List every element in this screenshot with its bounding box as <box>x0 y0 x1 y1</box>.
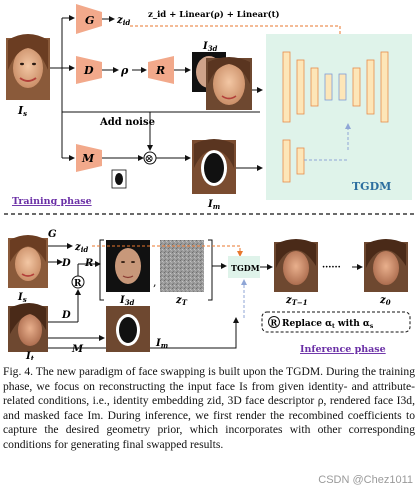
method-figure: Is G zid D ρ R I3d Add noise M ⊗ <box>4 4 415 360</box>
add-noise-label: Add noise <box>99 117 155 128</box>
recombine-symbol: R <box>74 279 82 289</box>
unet-blocks <box>282 51 389 183</box>
denoised-step-image <box>274 239 318 292</box>
final-swapped-label: z0 <box>379 295 391 307</box>
inference-masked-label: Im <box>155 338 168 350</box>
identity-encoder-label: G <box>85 14 94 27</box>
input-face-photo <box>6 34 50 100</box>
sampling-dots: ······ <box>322 263 341 273</box>
replace-note-text: Replace αt with αs <box>282 319 374 330</box>
figure-caption: Fig. 4. The new paradigm of face swappin… <box>3 365 415 453</box>
final-swapped-image <box>364 239 408 292</box>
condition-bracket <box>99 239 104 301</box>
tgdm-label: TGDM <box>352 180 391 193</box>
descriptor-encoder-label: D <box>83 64 94 77</box>
identity-embedding-label: zid <box>116 15 130 27</box>
target-face-label: It <box>25 351 35 360</box>
inference-rendered-label: I3d <box>119 295 135 307</box>
inference-descriptor-label: D <box>61 258 71 269</box>
rho-label: ρ <box>120 64 129 77</box>
replace-note-operator <box>268 316 280 328</box>
mask-generator-label: M <box>81 152 95 165</box>
source-face-label: Is <box>17 292 27 304</box>
descriptor-encoder-block <box>76 56 102 84</box>
multiply-symbol: ⊗ <box>145 152 154 165</box>
denoised-step-label: zT−1 <box>285 295 308 307</box>
input-face-label: Is <box>17 104 27 118</box>
inference-mask-label: M <box>71 344 84 355</box>
inference-tgdm-label: TGDM <box>231 263 260 273</box>
replace-note-box <box>261 311 411 333</box>
noise-latent-label: zT <box>175 295 188 307</box>
figure-number: Fig. 4. <box>3 365 34 378</box>
comma-separator: , <box>153 276 157 289</box>
condition-formula: z_id + Linear(ρ) + Linear(t) <box>148 9 280 20</box>
identity-encoder-block <box>76 4 102 34</box>
renderer-label: R <box>155 64 165 77</box>
watermark: CSDN @Chez1011 <box>318 474 413 486</box>
inference-rendered-face <box>106 240 150 292</box>
masked-face-label: Im <box>207 199 220 211</box>
masked-face-image <box>192 139 236 194</box>
inference-descriptor-label-2: D <box>61 310 71 321</box>
rendered-face-image <box>192 52 252 110</box>
inference-masked-face <box>106 306 150 352</box>
training-phase-label: Training phase <box>12 196 92 207</box>
replace-note-symbol: R <box>271 318 278 328</box>
renderer-block <box>148 56 174 84</box>
rendered-face-label: I3d <box>202 41 218 53</box>
mask-generator-block <box>76 144 102 172</box>
target-face-photo <box>8 303 48 352</box>
inference-z-id-label: zid <box>74 242 88 254</box>
source-face-photo <box>8 235 48 288</box>
inference-tgdm-box <box>228 256 260 278</box>
mask-thumbnail <box>111 169 127 189</box>
noise-latent-image <box>160 240 204 292</box>
inference-phase-label: Inference phase <box>300 344 386 355</box>
inference-identity-encoder-label: G <box>48 229 57 240</box>
caption-text: The new paradigm of face swapping is bui… <box>3 365 415 451</box>
